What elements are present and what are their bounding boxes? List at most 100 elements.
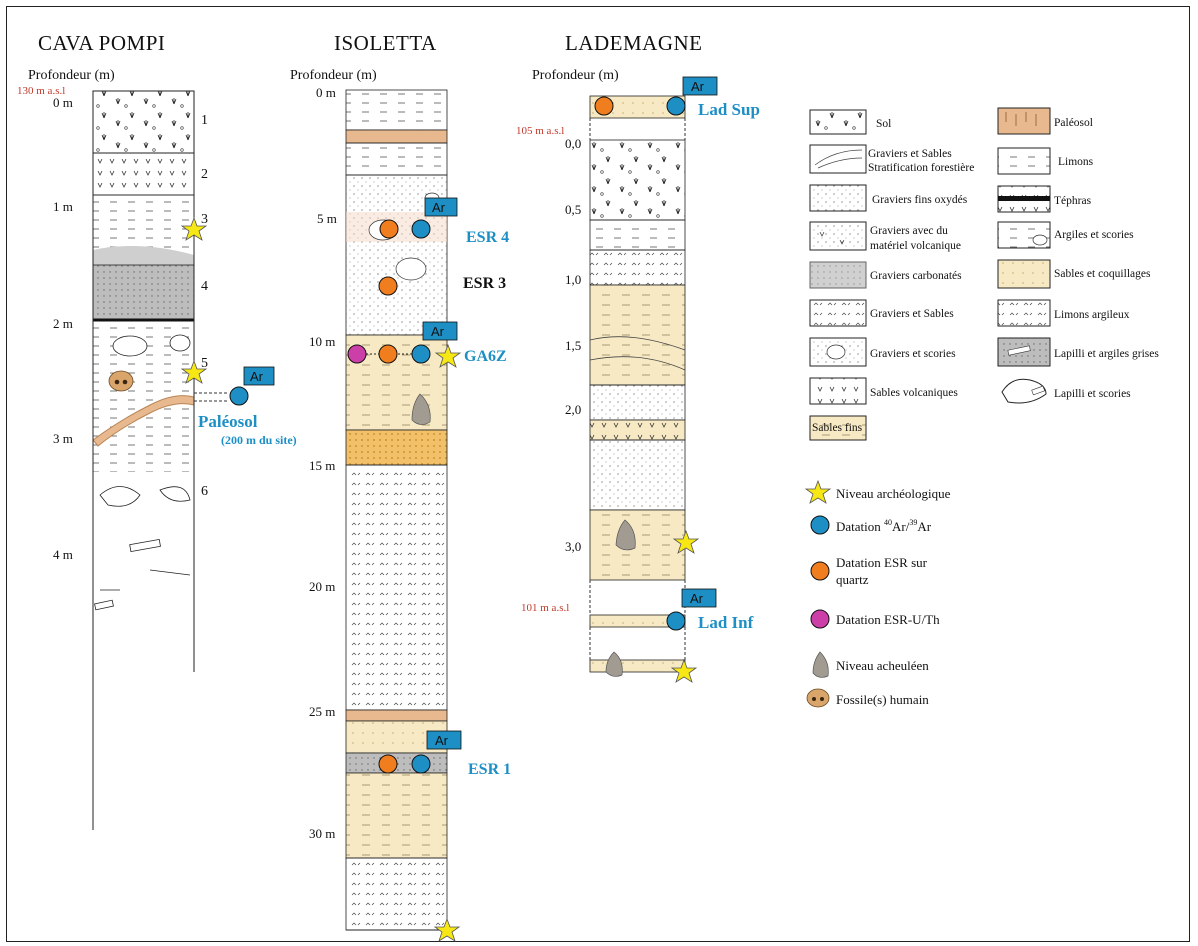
- legend-label: Stratification forestière: [868, 162, 974, 174]
- skull-icon: [806, 688, 830, 708]
- star-icon: [670, 658, 698, 683]
- ar-badge: Ar: [690, 591, 704, 606]
- depth-tick: 1,0: [565, 272, 581, 287]
- ar-dating-dot: [666, 611, 686, 631]
- paleosol-note: (200 m du site): [221, 433, 297, 447]
- layer-number: 2: [201, 167, 208, 182]
- depth-tick: 3,0: [565, 539, 581, 554]
- ga6z-label: GA6Z: [464, 348, 507, 365]
- skull-icon: [108, 370, 134, 392]
- layer-number: 5: [201, 356, 208, 371]
- legend-label: Sables volcaniques: [870, 387, 958, 399]
- legend-label: Paléosol: [1054, 117, 1093, 129]
- legend-label: Lapilli et scories: [1054, 388, 1131, 400]
- biface-icon: [812, 651, 829, 678]
- paleosol-label: Paléosol: [198, 412, 258, 431]
- depth-tick: 4 m: [53, 547, 73, 562]
- esr-quartz-dot: [810, 561, 830, 581]
- legend-label: Graviers et scories: [870, 348, 956, 360]
- star-icon: [672, 529, 700, 554]
- depth-label: Profondeur (m): [532, 68, 619, 83]
- star-icon: [804, 479, 832, 504]
- legend-symbol-label: Datation ESR sur: [836, 555, 928, 570]
- legend-label: Sables et coquillages: [1054, 268, 1151, 280]
- ar-dating-dot: [411, 219, 431, 239]
- biface-icon: [605, 651, 623, 677]
- esr-quartz-dot: [379, 219, 399, 239]
- esr-quartz-dot: [378, 344, 398, 364]
- depth-tick: 1,5: [565, 338, 581, 353]
- depth-tick: 25 m: [309, 704, 335, 719]
- esr-quartz-dot: [378, 276, 398, 296]
- legend-label: Graviers fins oxydés: [872, 194, 968, 206]
- column-title: ISOLETTA: [334, 31, 437, 55]
- star-icon: [434, 343, 462, 368]
- legend-label: matériel volcanique: [870, 240, 961, 252]
- column-isoletta: ISOLETTA Profondeur (m) 0 m 5 m 10 m 15 …: [290, 31, 511, 942]
- ar-badge: Ar: [432, 200, 446, 215]
- esr4-label: ESR 4: [466, 229, 509, 246]
- star-icon: [180, 359, 208, 384]
- depth-tick: 0 m: [316, 85, 336, 100]
- star-icon: [180, 216, 208, 241]
- biface-icon: [615, 519, 636, 551]
- esr3-label: ESR 3: [463, 275, 506, 292]
- depth-label: Profondeur (m): [290, 68, 377, 83]
- biface-icon: [411, 393, 431, 425]
- depth-tick: 2,0: [565, 402, 581, 417]
- legend-label: Sables fins: [812, 422, 863, 434]
- lad-sup-label: Lad Sup: [698, 100, 760, 119]
- legend-label: Limons: [1058, 156, 1094, 168]
- column-lademagne: LADEMAGNE Profondeur (m) 105 m a.s.l Ar …: [516, 31, 760, 683]
- ar-badge: Ar: [691, 79, 705, 94]
- ar-dating-dot: [411, 344, 431, 364]
- esr-uth-dot: [347, 344, 367, 364]
- legend-label: Graviers avec du: [870, 225, 948, 237]
- depth-tick: 5 m: [317, 211, 337, 226]
- altitude-label: 105 m a.s.l: [516, 125, 564, 137]
- depth-tick: 10 m: [309, 334, 335, 349]
- legend: Sol Graviers et Sables Stratification fo…: [804, 107, 1159, 708]
- depth-tick: 0 m: [53, 95, 73, 110]
- depth-tick: 0,0: [565, 136, 581, 151]
- ar-dating-dot: [810, 515, 830, 535]
- legend-label: Argiles et scories: [1054, 229, 1134, 241]
- legend-label: Téphras: [1054, 195, 1092, 207]
- figure-frame: [6, 6, 1190, 942]
- legend-label: Graviers et Sables: [870, 308, 954, 320]
- ar-badge: Ar: [435, 733, 449, 748]
- ar-dating-dot: [666, 96, 686, 116]
- legend-label: Graviers et Sables: [868, 148, 952, 160]
- layer-number: 1: [201, 113, 208, 128]
- layer-number: 3: [201, 212, 208, 227]
- esr-uth-dot: [810, 609, 830, 629]
- column-title: CAVA POMPI: [38, 31, 165, 55]
- altitude-label: 130 m a.s.l: [17, 85, 65, 97]
- column-cava-pompi: CAVA POMPI Profondeur (m) 130 m a.s.l 0 …: [17, 31, 297, 830]
- legend-symbol-label: quartz: [836, 572, 869, 587]
- star-icon: [433, 917, 461, 942]
- depth-tick: 0,5: [565, 202, 581, 217]
- layer-number: 6: [201, 484, 208, 499]
- legend-label: Lapilli et argiles grises: [1054, 348, 1159, 360]
- depth-tick: 30 m: [309, 826, 335, 841]
- ar-dating-dot: [411, 754, 431, 774]
- legend-symbol-label: Datation 40Ar/39Ar: [836, 518, 932, 534]
- esr-quartz-dot: [378, 754, 398, 774]
- legend-symbol-label: Niveau acheuléen: [836, 658, 929, 673]
- lad-inf-label: Lad Inf: [698, 613, 754, 632]
- ar-badge: Ar: [431, 324, 445, 339]
- depth-label: Profondeur (m): [28, 68, 115, 83]
- depth-tick: 20 m: [309, 579, 335, 594]
- legend-label: Sol: [876, 118, 891, 130]
- depth-tick: 2 m: [53, 316, 73, 331]
- legend-symbol-label: Fossile(s) humain: [836, 692, 929, 707]
- depth-tick: 3 m: [53, 431, 73, 446]
- legend-label: Limons argileux: [1054, 309, 1130, 321]
- legend-symbol-label: Niveau archéologique: [836, 486, 951, 501]
- altitude-label: 101 m a.s.l: [521, 602, 569, 614]
- legend-label: Graviers carbonatés: [870, 270, 962, 282]
- layer-number: 4: [201, 279, 208, 294]
- column-title: LADEMAGNE: [565, 31, 702, 55]
